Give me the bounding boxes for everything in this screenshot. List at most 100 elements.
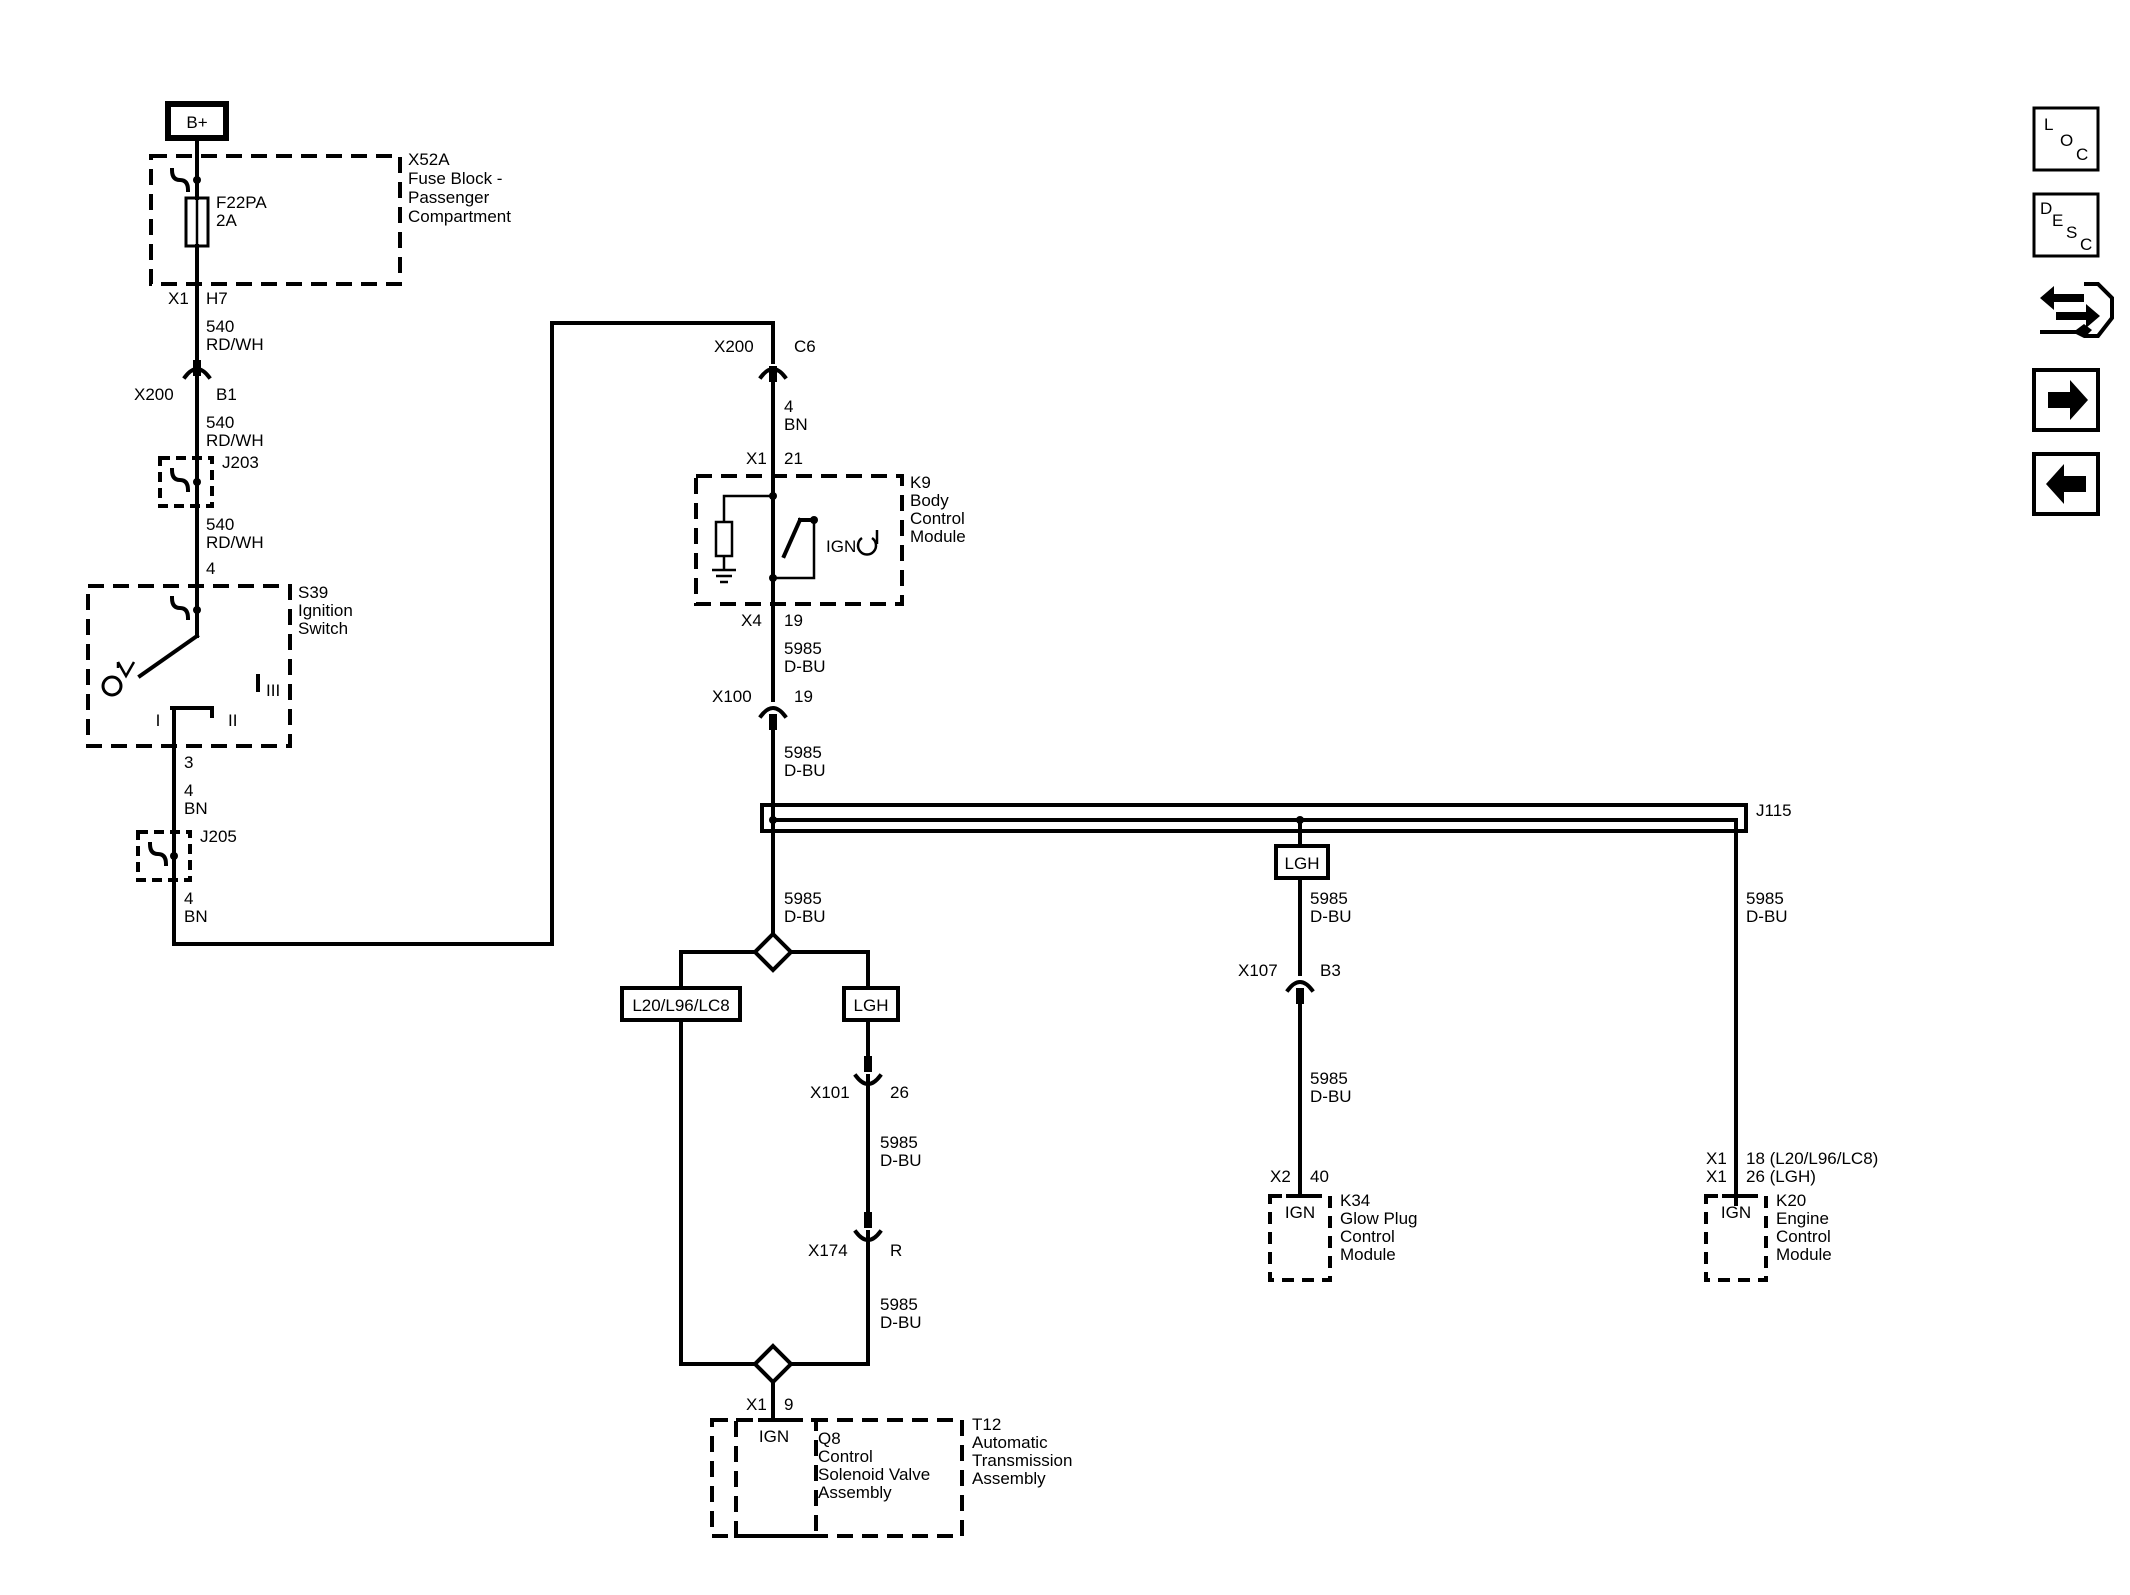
automatic-transmission-assembly-t12: T12 Automatic Transmission Assembly [710,1415,1072,1538]
svg-text:5985: 5985 [880,1133,918,1152]
pin-label: 26 (LGH) [1746,1167,1816,1186]
wire-4-label-2: 4 BN [184,889,208,926]
svg-text:X174: X174 [808,1241,848,1260]
svg-text:Control: Control [1340,1227,1395,1246]
svg-text:S39: S39 [298,583,328,602]
svg-text:D-BU: D-BU [1310,907,1352,926]
svg-text:D-BU: D-BU [784,657,826,676]
svg-text:B1: B1 [216,385,237,404]
ignition-switch-s39: S39 Ignition Switch I II III [86,583,353,748]
battery-positive-source: B+ [165,101,229,141]
svg-text:D-BU: D-BU [1746,907,1788,926]
svg-text:Module: Module [910,527,966,546]
svg-text:Engine: Engine [1776,1209,1829,1228]
svg-text:Solenoid Valve: Solenoid Valve [818,1465,930,1484]
svg-text:Transmission: Transmission [972,1451,1072,1470]
svg-text:4: 4 [784,397,793,416]
option-lgh-label: LGH [1274,844,1330,880]
svg-text:BN: BN [184,799,208,818]
svg-text:Glow Plug: Glow Plug [1340,1209,1417,1228]
svg-text:IGN: IGN [1285,1203,1315,1222]
svg-text:D-BU: D-BU [880,1313,922,1332]
svg-text:540: 540 [206,317,234,336]
connector-label: X1 [168,289,189,308]
svg-text:X200: X200 [134,385,174,404]
svg-text:III: III [266,681,280,700]
connector-x200-b1: X200 B1 [134,360,237,404]
connector-label: X1 [746,449,767,468]
splice-pack-j115: J115 [760,801,1792,833]
svg-text:Module: Module [1340,1245,1396,1264]
svg-text:K34: K34 [1340,1191,1370,1210]
svg-text:D: D [2040,199,2052,218]
svg-text:2A: 2A [216,211,237,230]
svg-text:Passenger: Passenger [408,188,490,207]
fuse-f22pa: F22PA 2A [184,193,267,248]
engine-control-module-k20: IGN K20 Engine Control Module [1704,1191,1832,1282]
connector-label: X1 [746,1395,767,1414]
svg-text:D-BU: D-BU [1310,1087,1352,1106]
wire-540-label-1: 540 RD/WH [206,317,264,354]
connector-x107: X107 B3 [1238,961,1341,1004]
svg-text:L: L [2044,115,2053,134]
svg-text:C: C [2080,235,2092,254]
svg-text:R: R [890,1241,902,1260]
svg-text:RD/WH: RD/WH [206,533,264,552]
connector-x174: X174 R [808,1212,902,1260]
svg-text:B3: B3 [1320,961,1341,980]
pin-label: 9 [784,1395,793,1414]
svg-text:Control: Control [910,509,965,528]
svg-text:J203: J203 [222,453,259,472]
wire-5985-label-2: 5985 D-BU [784,743,826,780]
option-split-diamond [752,931,794,973]
svg-text:IGN: IGN [759,1427,789,1446]
svg-text:D-BU: D-BU [880,1151,922,1170]
svg-text:X52A: X52A [408,150,450,169]
svg-text:X101: X101 [810,1083,850,1102]
svg-text:Control: Control [818,1447,873,1466]
svg-text:X100: X100 [712,687,752,706]
wire-5985-label-1: 5985 D-BU [784,639,826,676]
connector-label: X4 [741,611,762,630]
svg-text:IGN: IGN [826,537,856,556]
connector-wrench-icon[interactable] [2040,282,2114,338]
pin-label: 19 [784,611,803,630]
svg-text:LGH: LGH [1285,854,1320,873]
svg-text:5985: 5985 [1310,889,1348,908]
wire-5985-label-6: 5985 D-BU [784,889,826,926]
wire-4-label-1: 4 BN [184,781,208,818]
svg-text:X107: X107 [1238,961,1278,980]
svg-text:5985: 5985 [880,1295,918,1314]
svg-text:540: 540 [206,413,234,432]
wire-540-label-2: 540 RD/WH [206,413,264,450]
svg-text:J115: J115 [1756,801,1792,820]
pin-label: 4 [206,559,215,578]
pin-label: H7 [206,289,228,308]
description-button[interactable]: D E S C [2032,192,2100,258]
location-button[interactable]: L O C [2032,106,2100,172]
svg-text:Assembly: Assembly [972,1469,1046,1488]
control-solenoid-valve-assembly-q8: IGN Q8 Control Solenoid Valve Assembly [734,1418,930,1538]
svg-text:Control: Control [1776,1227,1831,1246]
splice-j205: J205 [136,827,237,882]
svg-text:L20/L96/LC8: L20/L96/LC8 [632,996,729,1015]
svg-text:Switch: Switch [298,619,348,638]
next-arrow-icon[interactable] [2032,368,2100,432]
svg-text:I: I [156,711,161,730]
wire-5985-label-4: 5985 D-BU [1746,889,1788,926]
svg-text:J205: J205 [200,827,237,846]
previous-arrow-icon[interactable] [2032,452,2100,516]
svg-text:5985: 5985 [1746,889,1784,908]
svg-text:5985: 5985 [784,889,822,908]
body-control-module-k9: K9 Body Control Module IGN [694,473,966,606]
svg-text:Module: Module [1776,1245,1832,1264]
wire-5985-label-3: 5985 D-BU [1310,889,1352,926]
svg-text:LGH: LGH [854,996,889,1015]
option-lgh-label-tcm: LGH [842,986,900,1022]
svg-text:C: C [2076,145,2088,164]
svg-text:4: 4 [184,781,193,800]
svg-text:K20: K20 [1776,1191,1806,1210]
option-l20-l96-lc8-label: L20/L96/LC8 [620,986,742,1022]
svg-text:Assembly: Assembly [818,1483,892,1502]
